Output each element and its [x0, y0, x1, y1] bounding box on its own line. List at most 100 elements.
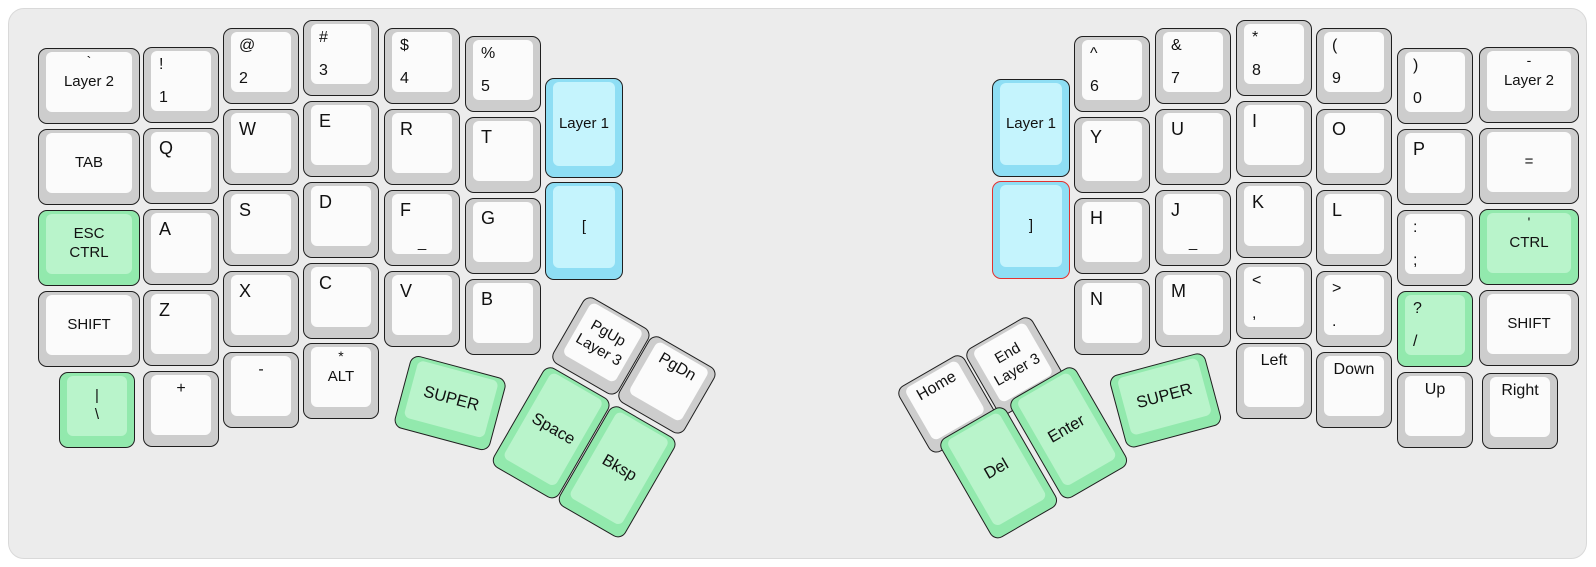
keycap-top: N — [1082, 283, 1142, 343]
key-legend: H — [1090, 208, 1103, 228]
key-super-left[interactable]: SUPER — [392, 354, 508, 453]
key-arrow-left[interactable]: Left — [1236, 343, 1312, 419]
key-2[interactable]: @2 — [223, 28, 299, 104]
key-arrow-right[interactable]: Right — [1482, 373, 1558, 449]
key-left-bracket[interactable]: [ — [545, 182, 623, 280]
key-5[interactable]: %5 — [465, 36, 541, 112]
key-m[interactable]: M — [1155, 271, 1231, 347]
key-tab[interactable]: TAB — [38, 129, 140, 205]
key-legend: [ — [581, 217, 587, 235]
key-h[interactable]: H — [1074, 198, 1150, 274]
key-legend: + — [176, 380, 186, 397]
key-r[interactable]: R — [384, 109, 460, 185]
keycap-top: <, — [1244, 267, 1304, 327]
key-v[interactable]: V — [384, 271, 460, 347]
key-legend: Left — [1260, 352, 1288, 369]
key-0[interactable]: )0 — [1397, 48, 1473, 124]
keycap-top: K — [1244, 186, 1304, 246]
key-9[interactable]: (9 — [1316, 28, 1392, 104]
key-layer1-right[interactable]: Layer 1 — [992, 79, 1070, 177]
key-g[interactable]: G — [465, 198, 541, 274]
key-legend: / — [1413, 333, 1418, 350]
key-legend: 6 — [1090, 78, 1099, 95]
key-p[interactable]: P — [1397, 129, 1473, 205]
key-legend: * — [338, 348, 344, 364]
key-legend: & — [1171, 37, 1182, 54]
keycap-top: D — [311, 186, 371, 246]
key-legend: SHIFT — [1507, 314, 1551, 332]
key-j[interactable]: J_ — [1155, 190, 1231, 266]
key-u[interactable]: U — [1155, 109, 1231, 185]
key-right-bracket[interactable]: ] — [992, 181, 1070, 279]
keycap-top: &7 — [1163, 32, 1223, 92]
keycap-top: E — [311, 105, 371, 165]
keycap-top: >. — [1324, 275, 1384, 335]
key-legend: E — [319, 111, 332, 131]
key-shift-right[interactable]: SHIFT — [1479, 290, 1579, 366]
key-legend: , — [1252, 305, 1257, 322]
key-semicolon[interactable]: :; — [1397, 210, 1473, 286]
key-f[interactable]: F_ — [384, 190, 460, 266]
keycap-top: X — [231, 275, 291, 335]
key-minus[interactable]: - — [223, 352, 299, 428]
key-c[interactable]: C — [303, 263, 379, 339]
key-pipe-backslash[interactable]: |\ — [59, 372, 135, 448]
key-arrow-up[interactable]: Up — [1397, 372, 1473, 448]
key-e[interactable]: E — [303, 101, 379, 177]
key-legend: 4 — [400, 70, 409, 87]
key-star-alt[interactable]: *ALT — [303, 343, 379, 419]
key-backtick-layer2[interactable]: `Layer 2 — [38, 48, 140, 124]
keycap-top: #3 — [311, 24, 371, 84]
key-n[interactable]: N — [1074, 279, 1150, 355]
keycap-top: ^6 — [1082, 40, 1142, 100]
keycap-top: :; — [1405, 214, 1465, 274]
keycap-top: V — [392, 275, 452, 335]
key-a[interactable]: A — [143, 209, 219, 285]
key-minus-layer2[interactable]: -Layer 2 — [1479, 47, 1579, 123]
key-legend: \ — [94, 406, 100, 423]
key-q[interactable]: Q — [143, 128, 219, 204]
key-legend: PgDn — [655, 349, 699, 385]
key-legend: M — [1171, 281, 1186, 301]
key-6[interactable]: ^6 — [1074, 36, 1150, 112]
key-z[interactable]: Z — [143, 290, 219, 366]
key-l[interactable]: L — [1316, 190, 1392, 266]
key-1[interactable]: !1 — [143, 47, 219, 123]
keycap-top: )0 — [1405, 52, 1465, 112]
key-o[interactable]: O — [1316, 109, 1392, 185]
keycap-top: Y — [1082, 121, 1142, 181]
key-i[interactable]: I — [1236, 101, 1312, 177]
key-shift-left[interactable]: SHIFT — [38, 291, 140, 367]
key-legend: W — [239, 119, 256, 139]
key-layer1-left[interactable]: Layer 1 — [545, 78, 623, 178]
key-question-slash[interactable]: ?/ — [1397, 291, 1473, 367]
key-8[interactable]: *8 — [1236, 20, 1312, 96]
key-b[interactable]: B — [465, 279, 541, 355]
key-super-right[interactable]: SUPER — [1108, 351, 1224, 450]
key-d[interactable]: D — [303, 182, 379, 258]
key-x[interactable]: X — [223, 271, 299, 347]
key-period[interactable]: >. — [1316, 271, 1392, 347]
key-y[interactable]: Y — [1074, 117, 1150, 193]
key-plus[interactable]: + — [143, 371, 219, 447]
key-equals[interactable]: = — [1479, 128, 1579, 204]
keycap-top: T — [473, 121, 533, 181]
key-w[interactable]: W — [223, 109, 299, 185]
key-4[interactable]: $4 — [384, 28, 460, 104]
key-quote-ctrl[interactable]: 'CTRL — [1479, 209, 1579, 285]
key-legend: Z — [159, 300, 170, 320]
key-7[interactable]: &7 — [1155, 28, 1231, 104]
key-arrow-down[interactable]: Down — [1316, 352, 1392, 428]
key-legend: Enter — [1044, 411, 1089, 447]
key-legend: 2 — [239, 70, 248, 87]
key-t[interactable]: T — [465, 117, 541, 193]
key-s[interactable]: S — [223, 190, 299, 266]
keycap-top: Z — [151, 294, 211, 354]
key-k[interactable]: K — [1236, 182, 1312, 258]
key-legend: 7 — [1171, 70, 1180, 87]
key-3[interactable]: #3 — [303, 20, 379, 96]
key-legend: P — [1413, 139, 1426, 159]
key-legend: Right — [1501, 382, 1539, 399]
key-comma[interactable]: <, — [1236, 263, 1312, 339]
